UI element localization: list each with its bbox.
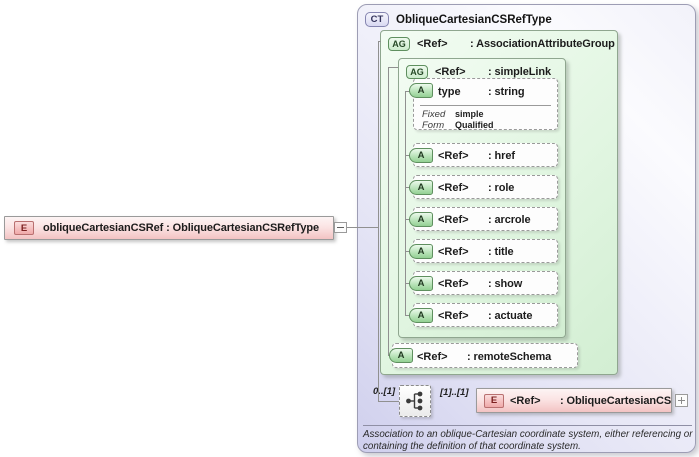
complextype-title: ObliqueCartesianCSRefType <box>396 14 552 26</box>
element-label: obliqueCartesianCSRef : ObliqueCartesian… <box>43 222 320 234</box>
attribute-ref-label: <Ref> <box>438 182 469 194</box>
connector-line <box>347 227 378 228</box>
attribute-ref-label: <Ref> <box>438 150 469 162</box>
connector-line <box>405 283 410 284</box>
attribute-icon: A <box>409 244 433 259</box>
attribute-role[interactable]: A <Ref> : role <box>409 175 558 199</box>
attribute-type[interactable]: A type : string Fixed simple Form Qualif… <box>409 78 558 131</box>
connector-line <box>378 401 399 402</box>
attribute-type-label: : string <box>488 86 525 98</box>
attribute-ref-label: <Ref> <box>438 278 469 290</box>
attribute-type-label: : remoteSchema <box>467 350 552 363</box>
attributegroup-icon: AG <box>388 37 410 51</box>
attribute-ref-label: <Ref> <box>438 310 469 322</box>
element-obliqueCartesianCSRef[interactable]: E obliqueCartesianCSRef : ObliqueCartesi… <box>4 216 334 240</box>
element-icon: E <box>484 393 504 408</box>
element-type-label: : ObliqueCartesianCS <box>560 394 672 407</box>
attribute-name-label: type <box>438 86 461 98</box>
simplelink-ref-label: <Ref> <box>435 66 466 78</box>
connector-trunk <box>405 91 406 316</box>
attribute-icon: A <box>409 308 433 323</box>
attribute-remoteschema[interactable]: A <Ref> : remoteSchema <box>389 343 578 368</box>
annotation-text: Association to an oblique-Cartesian coor… <box>363 429 693 452</box>
attribute-show[interactable]: A <Ref> : show <box>409 271 558 295</box>
attribute-arcrole[interactable]: A <Ref> : arcrole <box>409 207 558 231</box>
connector-trunk <box>388 67 389 356</box>
choice-glyph <box>406 391 423 411</box>
simplelink-type-label: : simpleLink <box>488 66 551 78</box>
facet-value: simple <box>455 109 484 119</box>
attribute-type-label: : show <box>488 278 523 290</box>
attributegroup-type-label: : AssociationAttributeGroup <box>470 38 615 50</box>
connector-line <box>405 251 410 252</box>
attribute-actuate[interactable]: A <Ref> : actuate <box>409 303 558 327</box>
occurrence-label: [1]..[1] <box>440 387 469 398</box>
collapse-toggle[interactable] <box>334 222 347 233</box>
element-ref-label: <Ref> <box>510 394 541 407</box>
connector-trunk <box>378 41 379 402</box>
facet-label: Form <box>422 120 445 131</box>
facet-label: Fixed <box>422 109 446 120</box>
attributegroup-ref-label: <Ref> <box>417 38 448 50</box>
plus-icon <box>678 397 685 404</box>
expand-toggle[interactable] <box>675 394 688 407</box>
annotation-separator <box>363 425 692 426</box>
attribute-title[interactable]: A <Ref> : title <box>409 239 558 263</box>
element-obliqueCartesianCS[interactable]: E <Ref> : ObliqueCartesianCS <box>476 388 672 413</box>
attribute-icon: A <box>409 212 433 227</box>
attribute-href[interactable]: A <Ref> : href <box>409 143 558 167</box>
connector-line <box>378 41 381 42</box>
facet-separator <box>420 105 551 106</box>
connector-line <box>405 187 410 188</box>
attribute-icon: A <box>409 180 433 195</box>
attribute-type-label: : role <box>488 182 515 194</box>
choice-compositor-icon[interactable] <box>399 385 431 417</box>
connector-line <box>405 219 410 220</box>
attribute-type-label: : arcrole <box>488 214 531 226</box>
attribute-ref-label: <Ref> <box>417 350 448 363</box>
attribute-type-label: : href <box>488 150 515 162</box>
element-icon: E <box>14 221 34 235</box>
attribute-icon: A <box>409 148 433 163</box>
attribute-icon: A <box>409 276 433 291</box>
attributegroup-icon: AG <box>406 65 428 79</box>
attribute-icon: A <box>389 348 413 363</box>
occurrence-label: 0..[1] <box>373 386 396 397</box>
connector-line <box>405 155 410 156</box>
attribute-ref-label: <Ref> <box>438 214 469 226</box>
complextype-icon: CT <box>365 12 389 27</box>
facet-value: Qualified <box>455 120 494 130</box>
minus-icon <box>337 227 344 228</box>
connector-line <box>405 91 410 92</box>
connector-line <box>388 67 398 68</box>
attribute-icon: A <box>409 83 433 98</box>
connector-line <box>405 315 410 316</box>
attribute-type-label: : actuate <box>488 310 533 322</box>
attribute-ref-label: <Ref> <box>438 246 469 258</box>
attribute-type-label: : title <box>488 246 514 258</box>
